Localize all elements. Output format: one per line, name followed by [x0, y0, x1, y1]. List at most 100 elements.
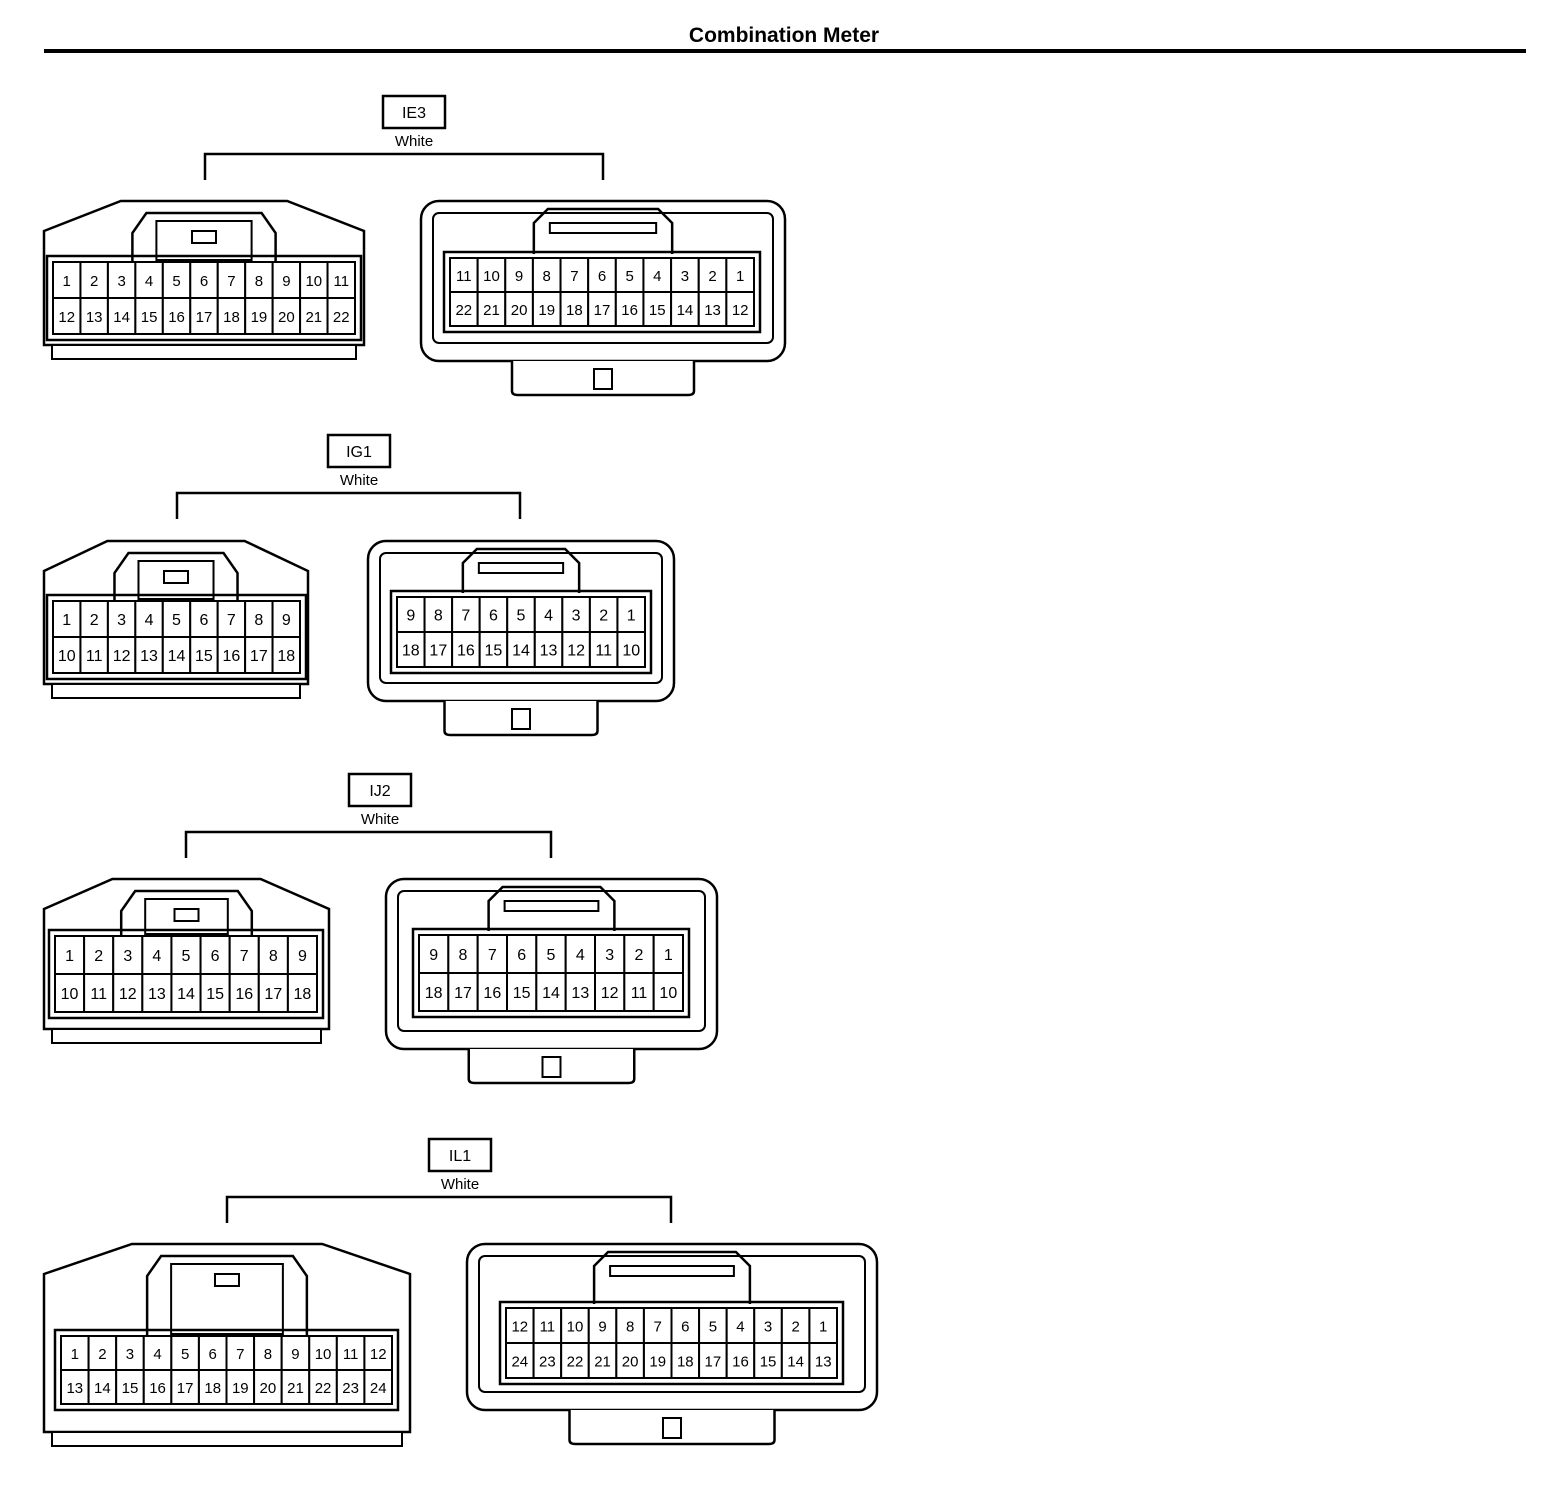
- female-pin-number: 16: [483, 985, 501, 1002]
- mating-bracket: [203, 152, 605, 180]
- male-pin-number: 8: [255, 273, 263, 290]
- female-pin-number: 4: [736, 1319, 744, 1336]
- male-pin-cell: [189, 600, 219, 638]
- female-pin-number: 18: [677, 1354, 694, 1371]
- female-pin-number: 22: [567, 1354, 584, 1371]
- pin-field-frame: [45, 254, 363, 342]
- female-pin-number: 23: [539, 1354, 556, 1371]
- female-pin-number: 8: [626, 1319, 634, 1336]
- male-pin-number: 13: [148, 986, 166, 1003]
- female-pin-cell: [451, 596, 481, 633]
- plug-base: [51, 344, 357, 360]
- female-pin-cell: [780, 1307, 811, 1344]
- connector-code-box: [347, 772, 413, 808]
- female-pin-cell: [652, 972, 685, 1012]
- male-pin-cell: [244, 297, 274, 335]
- connector-color-label: White: [340, 472, 378, 489]
- male-pin-number: 14: [94, 1380, 111, 1397]
- female-pin-number: 5: [625, 268, 633, 285]
- mating-bracket: [175, 491, 522, 519]
- male-pin-cell: [112, 935, 144, 975]
- male-pin-cell: [199, 973, 231, 1013]
- female-pin-cell: [476, 934, 508, 974]
- female-pin-number: 15: [513, 985, 531, 1002]
- plug-base: [51, 683, 301, 699]
- female-pin-cell: [753, 1342, 783, 1379]
- male-pin-number: 4: [153, 1346, 161, 1363]
- female-pin-cell: [476, 972, 508, 1012]
- male-pin-number: 5: [172, 612, 181, 629]
- female-pin-cell: [505, 1307, 535, 1344]
- mating-bracket: [184, 830, 553, 858]
- female-pin-number: 12: [732, 302, 749, 319]
- female-pin-cell: [505, 1342, 535, 1379]
- female-pin-cell: [652, 934, 685, 974]
- female-pin-number: 4: [653, 268, 661, 285]
- connector-color-label: White: [441, 1176, 479, 1193]
- male-pin-cell: [112, 973, 144, 1013]
- male-pin-number: 14: [177, 986, 195, 1003]
- male-pin-number: 2: [98, 1346, 106, 1363]
- female-pin-number: 2: [635, 947, 644, 964]
- female-pin-number: 7: [461, 608, 470, 625]
- female-pin-number: 19: [538, 302, 555, 319]
- male-pin-cell: [244, 261, 274, 299]
- female-pin-number: 10: [622, 643, 640, 660]
- male-pin-number: 14: [113, 309, 130, 326]
- female-pin-number: 11: [631, 985, 648, 1002]
- female-pin-number: 11: [456, 268, 472, 285]
- male-pin-number: 16: [168, 309, 185, 326]
- female-pin-cell: [808, 1342, 839, 1379]
- female-pin-cell: [533, 631, 564, 668]
- female-pin-number: 3: [605, 947, 614, 964]
- female-pin-cell: [564, 972, 597, 1012]
- male-pin-number: 3: [117, 612, 126, 629]
- female-pin-cell: [506, 596, 536, 633]
- female-pin-number: 14: [542, 985, 560, 1002]
- female-pin-cell: [478, 631, 509, 668]
- male-pin-number: 4: [145, 273, 153, 290]
- lock-tab: [163, 570, 189, 584]
- male-pin-cell: [106, 636, 137, 674]
- female-pin-number: 3: [681, 268, 689, 285]
- female-pin-number: 1: [736, 268, 744, 285]
- male-pin-number: 13: [86, 309, 103, 326]
- male-pin-number: 6: [200, 273, 208, 290]
- female-pin-number: 5: [547, 947, 556, 964]
- male-pin-cell: [299, 261, 329, 299]
- connector-code-box: [326, 433, 392, 469]
- female-pin-cell: [587, 1342, 618, 1379]
- connector-code-label: IE3: [402, 105, 426, 122]
- male-pin-number: 5: [172, 273, 180, 290]
- female-pin-number: 5: [709, 1319, 717, 1336]
- female-pin-number: 10: [483, 268, 500, 285]
- male-pin-number: 15: [122, 1380, 139, 1397]
- female-pin-cell: [447, 972, 479, 1012]
- female-pin-number: 13: [704, 302, 721, 319]
- female-pin-number: 4: [576, 947, 585, 964]
- female-pin-cell: [560, 1342, 590, 1379]
- male-pin-number: 1: [71, 1346, 79, 1363]
- female-pin-number: 12: [601, 985, 619, 1002]
- male-pin-cell: [115, 1369, 145, 1405]
- female-pin-cell: [476, 257, 507, 293]
- female-pin-number: 1: [819, 1319, 827, 1336]
- female-pin-number: 2: [599, 608, 608, 625]
- male-pin-cell: [79, 297, 109, 335]
- latch-slot: [477, 562, 565, 574]
- male-pin-number: 8: [269, 948, 278, 965]
- female-pin-cell: [587, 1307, 618, 1344]
- male-pin-number: 1: [62, 612, 71, 629]
- male-pin-number: 9: [282, 612, 291, 629]
- female-pin-number: 7: [654, 1319, 662, 1336]
- female-pin-number: 7: [570, 268, 578, 285]
- female-pin-cell: [535, 934, 567, 974]
- title-rule: [44, 49, 1526, 53]
- male-pin-number: 23: [342, 1380, 359, 1397]
- male-pin-cell: [326, 297, 356, 335]
- male-pin-number: 10: [61, 986, 79, 1003]
- male-pin-number: 20: [278, 309, 295, 326]
- connector-code-label: IJ2: [369, 783, 390, 800]
